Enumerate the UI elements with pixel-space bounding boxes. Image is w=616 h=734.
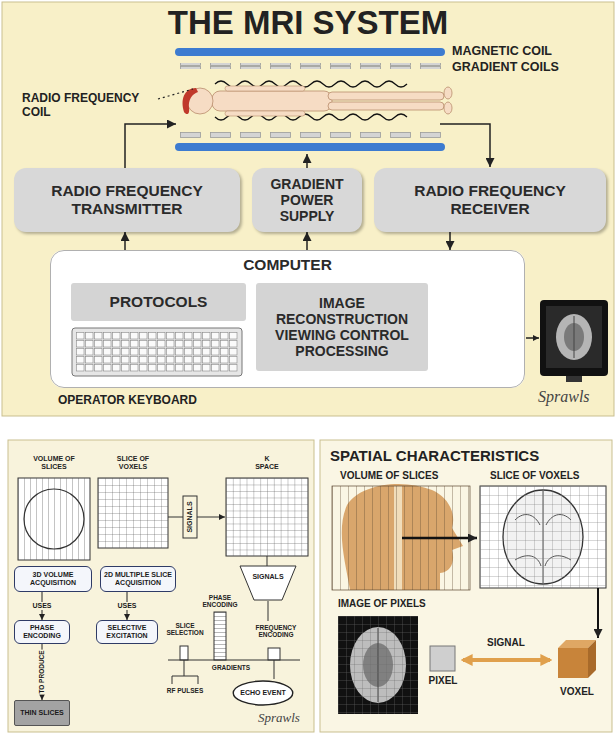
time-axis — [168, 660, 300, 661]
gradient-label: GRADIENTS — [200, 664, 262, 671]
voxel-grid — [98, 478, 168, 548]
part-label: K SPACE — [252, 455, 282, 471]
signal-arrow — [440, 124, 490, 167]
box-text: 2D MULTIPLE SLICE ACQUISITION — [104, 571, 172, 587]
box-text: THIN SLICES — [18, 709, 66, 717]
gradient-pulse — [214, 612, 226, 660]
signal-frame — [183, 496, 197, 538]
process-box: GRADIENT POWER SUPPLY — [252, 168, 362, 232]
part-label: OPERATOR KEYBOARD — [58, 394, 288, 408]
box-text: RADIO FREQUENCY RECEIVER — [382, 182, 598, 218]
process-box: PROTOCOLS — [71, 283, 246, 321]
signal-line — [274, 660, 275, 679]
panel-ground — [8, 440, 314, 732]
magnet-bar — [175, 48, 445, 56]
box-text: PHASE ENCODING — [18, 624, 66, 640]
panel-ground — [2, 2, 614, 416]
box-text: 3D VOLUME ACQUISITION — [18, 571, 88, 587]
signal-line — [268, 601, 269, 621]
signal-label: SIGNAL — [478, 637, 534, 649]
keyboard — [72, 328, 242, 376]
signature: Sprawls — [538, 388, 610, 406]
gradient-label: FREQUENCY ENCODING — [246, 624, 306, 639]
part-label: IMAGE OF PIXELS — [338, 598, 463, 610]
signal-line — [267, 556, 268, 566]
signal-line — [168, 517, 183, 518]
computer-ground — [50, 250, 525, 388]
edge-label: TO PRODUCE — [38, 649, 45, 694]
diagram-title: THE MRI SYSTEM — [0, 4, 616, 42]
gradient-steps — [214, 612, 226, 660]
part-label: MAGNETIC COIL — [452, 44, 612, 58]
signal-label: SIGNALS — [248, 573, 288, 581]
box-text: GRADIENT POWER SUPPLY — [260, 176, 354, 224]
brain-grid — [480, 486, 606, 588]
method-box: PHASE ENCODING — [14, 620, 70, 644]
panel-ground — [320, 440, 612, 732]
volume-grid — [18, 478, 90, 560]
flow-arrow — [402, 537, 477, 540]
signal-arrow — [306, 154, 308, 168]
pixel-image — [338, 616, 418, 714]
k-space-grid — [226, 478, 308, 556]
gradient-label: PHASE ENCODING — [198, 594, 242, 609]
magnet-bar — [175, 143, 445, 151]
box-text: PROTOCOLS — [77, 293, 240, 311]
event-ellipse: ECHO EVENT — [232, 680, 294, 706]
signal-line — [197, 517, 225, 518]
box-text: RADIO FREQUENCY TRANSMITTER — [22, 182, 232, 218]
signature: Sprawls — [258, 711, 312, 726]
gradient-pulse — [180, 646, 188, 660]
signal-arrow — [125, 124, 176, 168]
pixel-square — [430, 646, 455, 671]
part-label: VOLUME OF SLICES — [340, 470, 475, 482]
signal-arrow — [526, 337, 539, 339]
signal-label: SIGNALS — [186, 501, 194, 532]
computer-box: COMPUTER PROTOCOLS IMAGE RECONSTRUCTION VI… — [50, 250, 525, 388]
edge-label: USES — [116, 602, 137, 610]
signal-arrow — [463, 658, 550, 662]
patient — [183, 86, 453, 116]
connector-arrow — [449, 232, 451, 250]
process-box: RADIO FREQUENCY RECEIVER — [374, 168, 606, 232]
method-box: 2D MULTIPLE SLICE ACQUISITION — [100, 566, 176, 592]
result-box: THIN SLICES — [14, 700, 70, 726]
pulse-label: RF PULSES — [162, 687, 208, 694]
gradient-label: SLICE SELECTION — [162, 622, 208, 637]
part-label: VOXEL — [550, 686, 604, 698]
box-text: COMPUTER — [59, 256, 516, 274]
box-text: ECHO EVENT — [238, 689, 288, 697]
box-text: IMAGE RECONSTRUCTION VIEWING CONTROL PRO… — [260, 295, 424, 359]
gradient-coil — [180, 132, 442, 138]
voxel-cube — [558, 640, 596, 678]
gradient-coil — [180, 63, 442, 69]
process-box: IMAGE RECONSTRUCTION VIEWING CONTROL PRO… — [256, 283, 428, 371]
bracket — [172, 660, 198, 684]
method-box: 3D VOLUME ACQUISITION — [14, 566, 92, 592]
edge-label: USES — [31, 602, 52, 610]
monitor — [540, 300, 608, 382]
connector-arrow — [124, 232, 126, 250]
part-label: VOLUME OF SLICES — [32, 455, 76, 471]
panel-title: SPATIAL CHARACTERISTICS — [330, 447, 606, 464]
signal-funnel — [240, 566, 296, 600]
process-box: RADIO FREQUENCY TRANSMITTER — [14, 168, 240, 232]
box-text: SELECTIVE EXCITATION — [100, 624, 154, 640]
part-label: PIXEL — [420, 675, 466, 687]
ellipse-shape — [233, 681, 293, 705]
part-label: RADIO FREQUENCY COIL — [22, 92, 158, 120]
method-box: SELECTIVE EXCITATION — [96, 620, 158, 644]
part-label: SLICE OF VOXELS — [490, 470, 608, 482]
connector-arrow — [306, 232, 308, 250]
part-label: SLICE OF VOXELS — [111, 455, 155, 471]
flow-arrow — [597, 588, 599, 638]
part-label: GRADIENT COILS — [452, 60, 612, 74]
leader-line — [158, 89, 193, 99]
gradient-pulse — [268, 648, 280, 660]
